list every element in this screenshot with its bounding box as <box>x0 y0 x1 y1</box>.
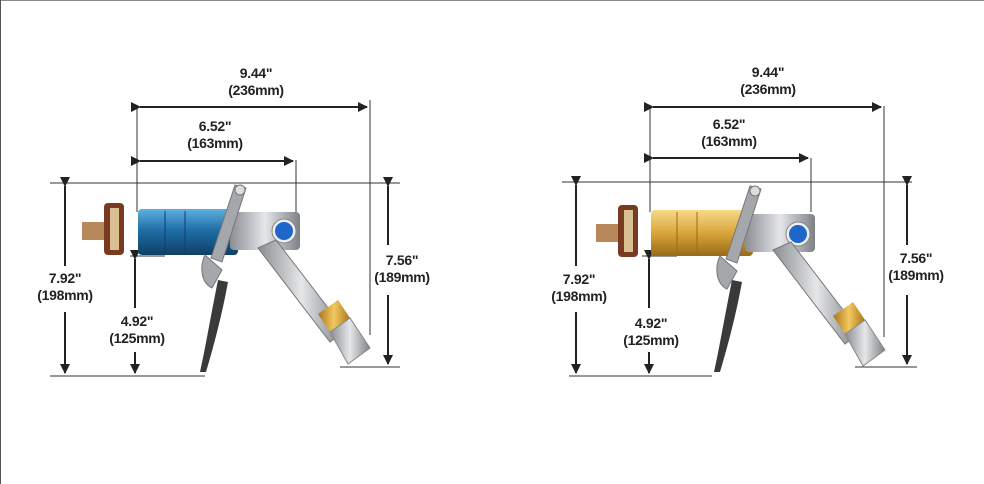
overall-length-label: 9.44" (236mm) <box>228 65 284 98</box>
frame-top-border <box>0 0 984 1</box>
inlet-height-label: 4.92" (125mm) <box>109 313 165 346</box>
outlet-height-label: 7.56" (189mm) <box>374 252 430 285</box>
overall-height-label: 7.92" (198mm) <box>37 270 93 303</box>
outlet-height-label: 7.56" (189mm) <box>888 250 944 283</box>
nozzle-diagram-blue: 9.44" (236mm) 6.52" (163mm) 7.92" (198mm… <box>37 65 430 377</box>
body-length-label: 6.52" (163mm) <box>701 116 757 149</box>
body-length-label: 6.52" (163mm) <box>187 118 243 151</box>
nozzle-diagram-brass: 9.44" (236mm) 6.52" (163mm) 7.92" (198mm… <box>512 0 984 484</box>
nozzle-drawing-brass <box>562 102 917 377</box>
inlet-height-label: 4.92" (125mm) <box>623 315 679 348</box>
frame-left-border <box>0 0 1 484</box>
nozzle-drawing-blue <box>50 100 400 377</box>
overall-height-label: 7.92" (198mm) <box>551 271 607 304</box>
overall-length-label: 9.44" (236mm) <box>740 64 796 97</box>
